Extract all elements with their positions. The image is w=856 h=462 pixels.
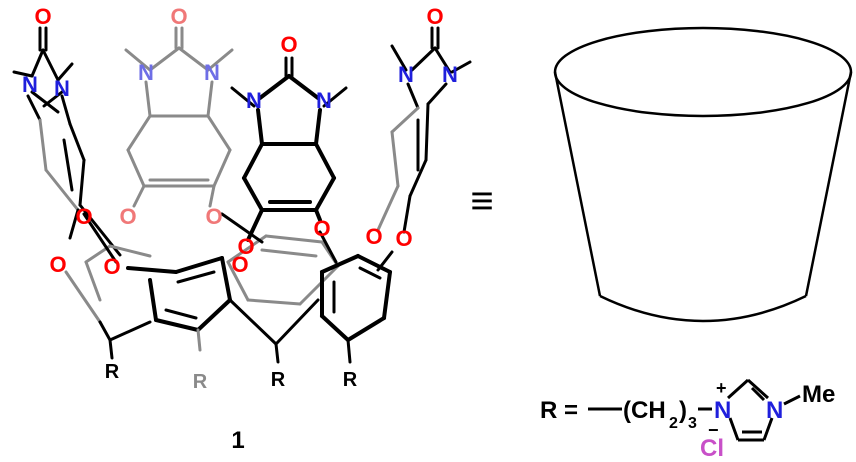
methyl-label: Me xyxy=(802,381,835,408)
substituent-r: R xyxy=(343,369,358,391)
imidazolium-ring xyxy=(726,378,801,442)
inner-right-urea-unit xyxy=(230,56,348,242)
left-arene-ring xyxy=(38,118,152,360)
atom-oxygen: O xyxy=(119,204,136,229)
atom-oxygen: O xyxy=(231,252,248,277)
atom-oxygen: O xyxy=(34,4,51,29)
atom-oxygen: O xyxy=(75,204,92,229)
inner-left-urea-unit xyxy=(124,26,234,208)
atom-nitrogen: N xyxy=(22,72,38,97)
molecule-bonds xyxy=(12,26,472,364)
atom-oxygen: O xyxy=(103,254,120,279)
atom-oxygen: O xyxy=(170,4,187,29)
atom-nitrogen: N xyxy=(398,62,414,87)
atom-oxygen: O xyxy=(205,204,222,229)
bowl-rim xyxy=(553,26,853,118)
atom-oxygen: O xyxy=(365,224,382,249)
atom-nitrogen: N xyxy=(54,76,70,101)
atom-nitrogen: N xyxy=(316,88,332,113)
atom-nitrogen: N xyxy=(204,60,220,85)
substituent-definition: R = (CH 2 ) 3 N + N Me Cl − xyxy=(540,378,835,462)
imidazolium-n-methyl: N xyxy=(766,397,783,424)
equivalence-symbol: ≡ xyxy=(470,179,493,223)
atom-nitrogen: N xyxy=(442,62,458,87)
bowl-right-wall xyxy=(804,71,853,297)
floor-rings xyxy=(82,212,394,364)
substituent-r: R xyxy=(271,369,286,391)
chain-open: (CH xyxy=(623,397,666,424)
substituent-r: R xyxy=(105,361,120,383)
bowl-left-wall xyxy=(553,71,602,297)
atom-oxygen: O xyxy=(313,216,330,241)
chain-close: ) xyxy=(679,397,687,424)
chloride-counterion: Cl xyxy=(700,435,724,462)
substituent-r: R xyxy=(193,371,208,393)
r-equals-label: R = xyxy=(540,397,578,424)
molecule-atom-labels: O O O O N N N N N N N N O O O O O O O O … xyxy=(22,4,458,393)
atom-oxygen: O xyxy=(426,4,443,29)
bowl-cavitand-icon xyxy=(553,26,853,323)
chain-subscript-3: 3 xyxy=(688,415,697,432)
bowl-base xyxy=(599,294,807,323)
left-urea-unit xyxy=(12,26,74,126)
atom-oxygen: O xyxy=(280,32,297,57)
atom-oxygen: O xyxy=(237,234,254,259)
atom-nitrogen: N xyxy=(138,60,154,85)
atom-oxygen: O xyxy=(395,226,412,251)
right-urea-unit xyxy=(376,26,472,234)
atom-nitrogen: N xyxy=(246,88,262,113)
negative-charge: − xyxy=(708,420,719,440)
compound-number: 1 xyxy=(231,427,244,454)
atom-oxygen: O xyxy=(49,252,66,277)
chain-subscript-2: 2 xyxy=(669,415,678,432)
imidazolium-n-plus: N xyxy=(714,397,731,424)
positive-charge: + xyxy=(716,378,727,398)
